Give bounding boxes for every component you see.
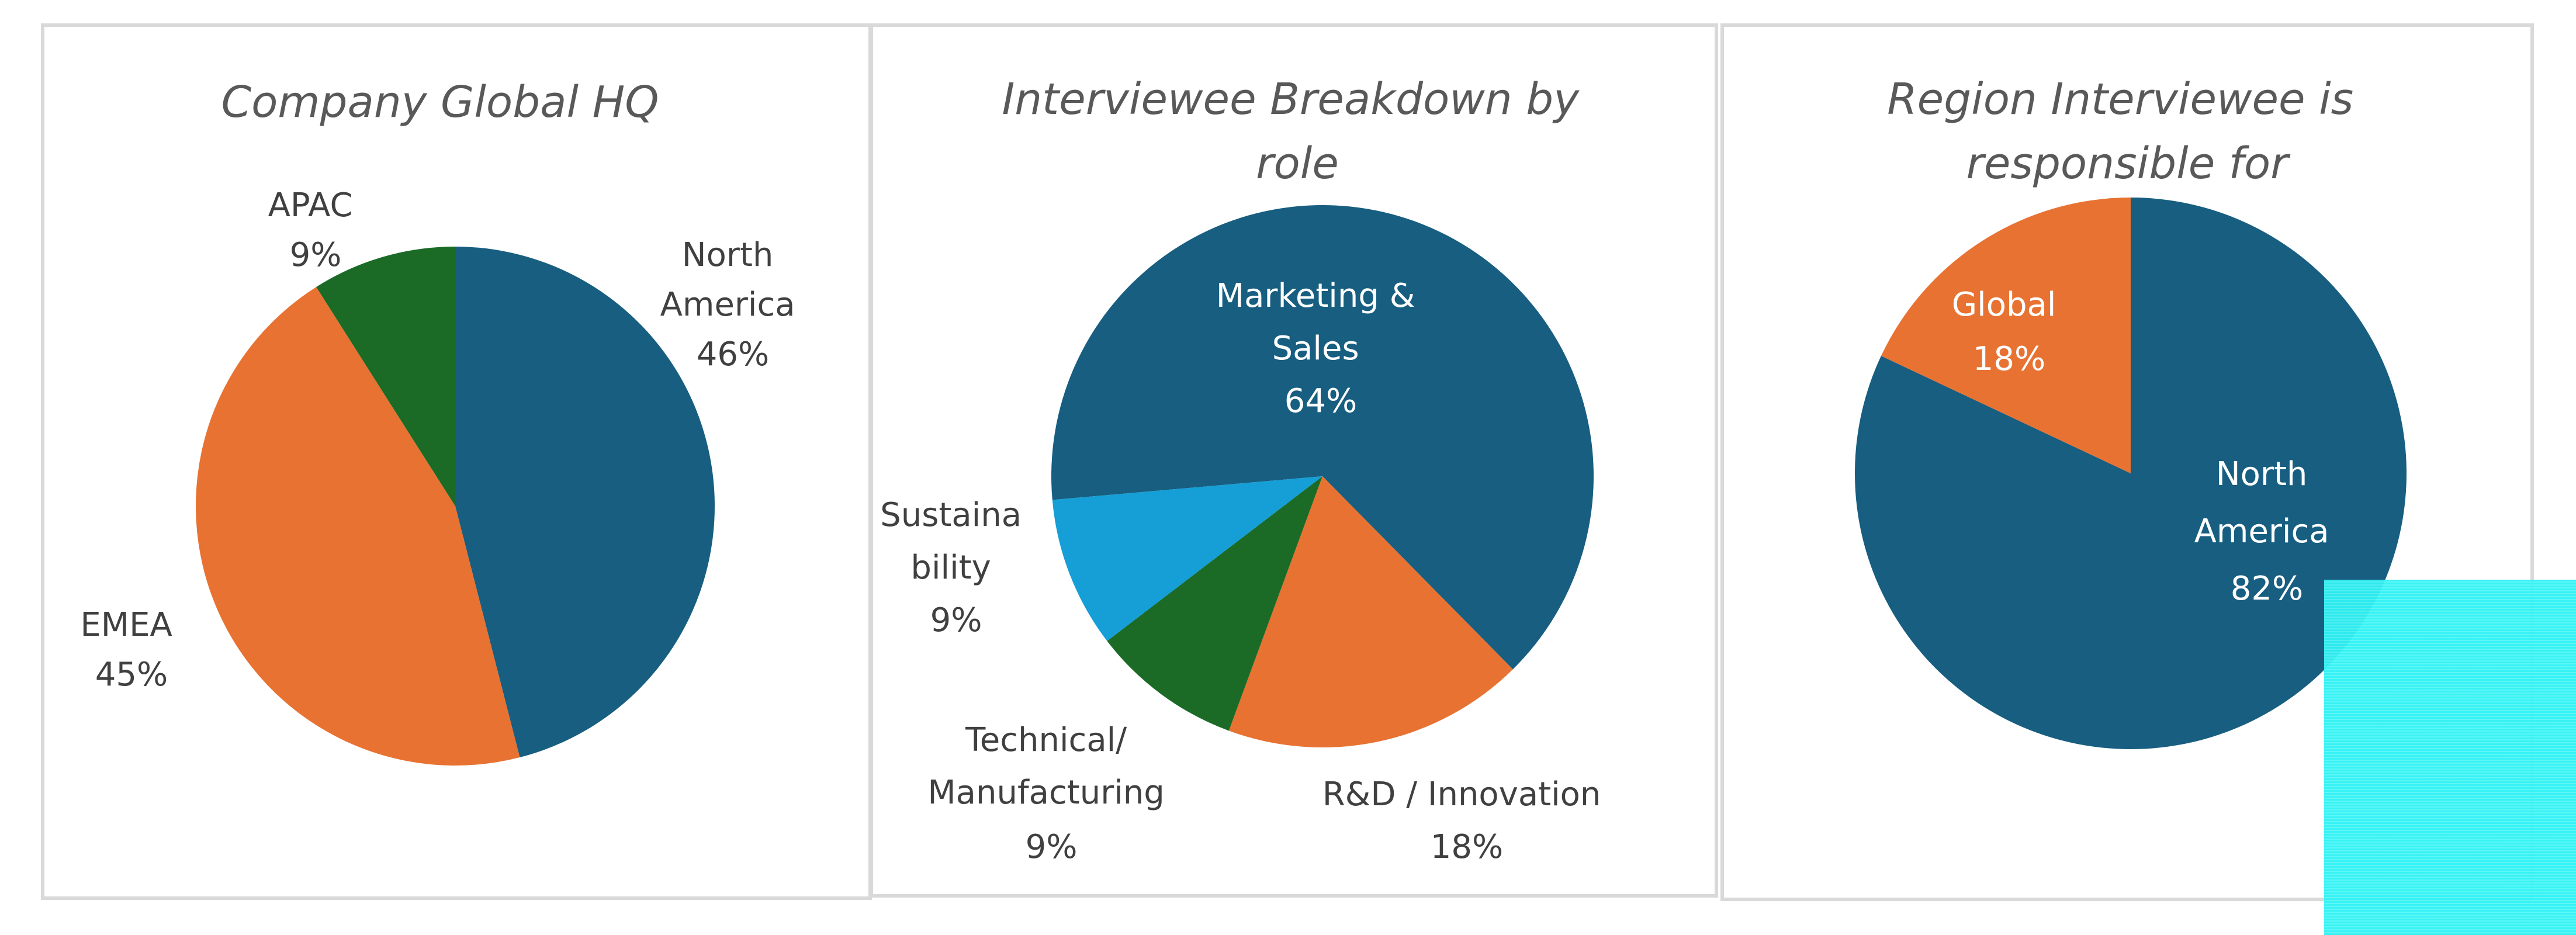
cyan-overlay-box [2324, 580, 2576, 935]
data-label-technical-manufacturing: Technical/ Manufacturing 9% [927, 721, 1175, 866]
pie-slice-apac [316, 247, 455, 506]
data-label-rnd-innovation: R&D / Innovation 18% [1322, 775, 1611, 866]
pie-chart-region: Region Interviewee is responsible for No… [1855, 74, 2407, 749]
pie-slice-global [1881, 198, 2131, 473]
pie-slice-r-d-innovation [1228, 476, 1513, 747]
data-label-marketing-sales: Marketing & Sales 64% [1216, 277, 1425, 420]
data-label-north-america: North America 46% [660, 236, 806, 373]
chart-title: Region Interviewee is responsible for [1887, 74, 2367, 189]
data-label-apac: APAC 9% [268, 186, 363, 274]
data-label-sustainability: Sustaina bility 9% [880, 496, 1032, 639]
data-label-emea: EMEA 45% [80, 606, 182, 694]
pie-slice-technical-manufacturing [1107, 476, 1322, 731]
data-label-global: Global 18% [1952, 286, 2066, 378]
pie-slice-north-america [455, 247, 715, 758]
pie-chart-company-hq: Company Global HQ North America 46% EMEA… [80, 77, 806, 766]
pie-chart-role: Interviewee Breakdown by role Marketing … [880, 74, 1611, 866]
pie-slice-sustainability [1052, 476, 1322, 641]
chart-title: Company Global HQ [221, 77, 659, 127]
pie-slice-emea [196, 287, 520, 766]
pie-slices [1051, 205, 1594, 747]
pie-slices [196, 247, 715, 766]
pie-slice-marketing-sales [1051, 205, 1594, 670]
pie-slices [1855, 198, 2407, 749]
data-label-north-america: North America 82% [2194, 455, 2340, 608]
chart-title: Interviewee Breakdown by role [1002, 74, 1592, 189]
